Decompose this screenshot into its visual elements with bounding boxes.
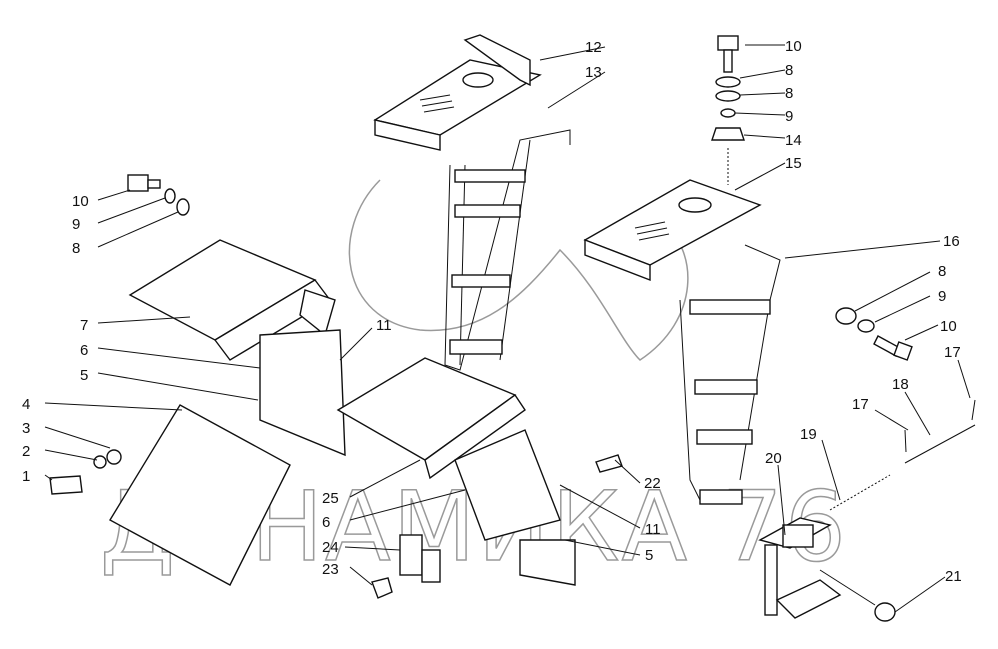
callout-18: 18 <box>892 376 909 393</box>
panel-4 <box>109 404 291 586</box>
spring-19 <box>829 474 891 511</box>
bracket-20 <box>758 517 842 619</box>
callout-6: 6 <box>322 514 330 531</box>
callout-8: 8 <box>72 240 80 257</box>
callout-8: 8 <box>785 85 793 102</box>
callout-3: 3 <box>22 420 30 437</box>
callout-9: 9 <box>938 288 946 305</box>
rod-18 <box>904 399 976 464</box>
washer-21 <box>874 602 896 622</box>
nut-23 <box>371 577 393 599</box>
callout-8: 8 <box>785 62 793 79</box>
callout-4: 4 <box>22 396 30 413</box>
callout-9: 9 <box>785 108 793 125</box>
callout-19: 19 <box>800 426 817 443</box>
callout-16: 16 <box>943 233 960 250</box>
leader-lines <box>44 44 971 613</box>
callout-10: 10 <box>72 193 89 210</box>
callout-25: 25 <box>322 490 339 507</box>
callout-22: 22 <box>644 475 661 492</box>
callout-12: 12 <box>585 39 602 56</box>
callout-13: 13 <box>585 64 602 81</box>
callout-10: 10 <box>940 318 957 335</box>
clamp-24 <box>399 534 441 583</box>
callout-14: 14 <box>785 132 802 149</box>
callout-labels: 12 13 10 8 8 9 14 15 10 9 8 16 8 9 10 17… <box>22 38 962 585</box>
ladder-13 <box>444 129 571 371</box>
callout-6: 6 <box>80 342 88 359</box>
bracket-plate-12 <box>373 34 542 151</box>
step-plate-25 <box>336 357 561 541</box>
callout-15: 15 <box>785 155 802 172</box>
callout-11: 11 <box>376 317 392 334</box>
callout-2: 2 <box>22 443 30 460</box>
callout-5: 5 <box>645 547 653 564</box>
side-panel-left <box>259 329 346 457</box>
callout-17: 17 <box>944 344 961 361</box>
callout-23: 23 <box>322 561 339 578</box>
callout-24: 24 <box>322 539 339 556</box>
callout-1: 1 <box>22 468 30 485</box>
callout-17: 17 <box>852 396 869 413</box>
callout-9: 9 <box>72 216 80 233</box>
bolt-set-upper-left <box>127 174 190 216</box>
callout-10: 10 <box>785 38 802 55</box>
bolt-set-left <box>49 449 122 495</box>
callout-7: 7 <box>80 317 88 334</box>
callout-11: 11 <box>645 521 661 538</box>
callout-8: 8 <box>938 263 946 280</box>
callout-21: 21 <box>945 568 962 585</box>
ladder-16 <box>679 244 781 505</box>
bolt-set-right <box>835 307 913 361</box>
step-plate-7 <box>128 239 336 361</box>
callout-20: 20 <box>765 450 782 467</box>
bolt-stack-right <box>711 35 745 185</box>
side-panel-5 <box>519 539 576 586</box>
bracket-plate-15 <box>583 179 762 282</box>
callout-5: 5 <box>80 367 88 384</box>
